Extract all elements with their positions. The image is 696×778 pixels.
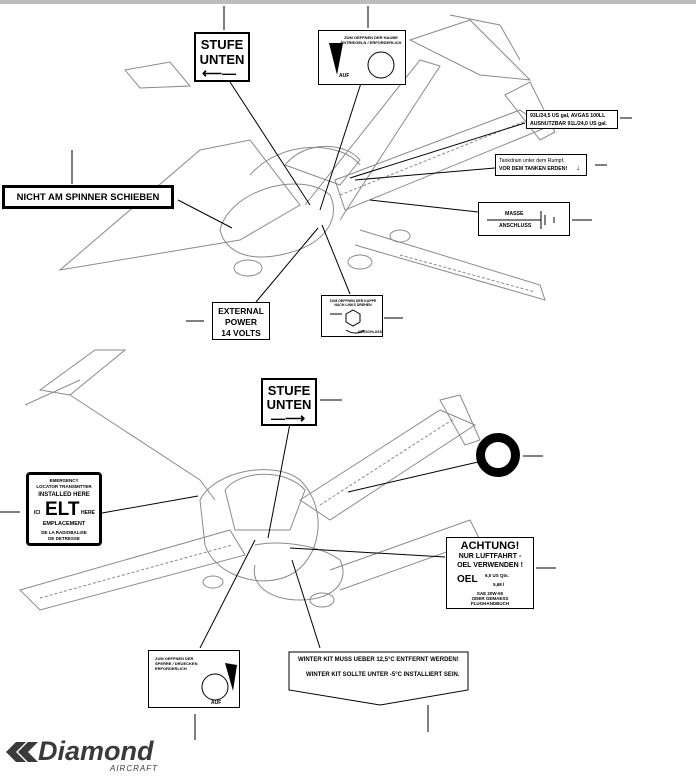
elt-big: ELT xyxy=(45,499,80,520)
winter-kit-callout-shape xyxy=(288,651,469,706)
canopy-lock-text: ZUM OEFFNEN DER SPERRE / DRUECKEN ERFORD… xyxy=(155,656,198,671)
elt-line7: DE DETRESSE xyxy=(48,536,80,541)
fuel-capacity-placard: 93L/24,5 US gal, AVGAS 100LL AUSNUTZBAR … xyxy=(526,110,618,129)
stufe-text-right: STUFE xyxy=(267,383,311,398)
oil-qty1: 6,0 US Qts. xyxy=(485,573,509,578)
power-text: POWER xyxy=(224,317,258,327)
diamond-logo-icon xyxy=(6,742,38,762)
ring-grommet-icon xyxy=(476,433,520,477)
fuel-capacity-line2: AUSNUTZBAR 91L/24,0 US gal. xyxy=(530,121,607,127)
oil-cap-text: ZUM OEFFNEN DER KAPPE NACH LINKS DREHEN xyxy=(329,299,377,307)
unten-text-right: UNTEN xyxy=(266,397,312,412)
elt-line1: EMERGENCY xyxy=(49,478,79,483)
oil-spec2: ODER GEMAESS xyxy=(471,596,509,601)
right-arrow-icon: —⟶ xyxy=(271,410,306,426)
achtung-line2: NUR LUFTFAHRT - xyxy=(458,553,522,560)
stufe-unten-placard-right: STUFE UNTEN —⟶ xyxy=(261,378,317,426)
stufe-text: STUFE xyxy=(200,37,244,52)
canopy-lock-placard: ZUM OEFFNEN DER SPERRE / DRUECKEN ERFORD… xyxy=(148,650,240,708)
elt-prefix: ICI xyxy=(34,510,41,516)
top-border xyxy=(0,0,696,4)
winter-kit-line2: WINTER KIT SOLLTE UNTER -5°C INSTALLIERT… xyxy=(306,672,460,678)
elt-line3: INSTALLED HERE xyxy=(38,492,90,498)
fuel-capacity-line1: 93L/24,5 US gal, AVGAS 100LL xyxy=(530,113,606,119)
nicht-am-spinner-placard: NICHT AM SPINNER SCHIEBEN xyxy=(2,185,174,209)
fuel-cap-graphic xyxy=(329,43,395,79)
elt-suffix: HERE xyxy=(81,510,95,516)
masse-anschluss-placard: MASSE ANSCHLUSS xyxy=(478,202,570,236)
elt-line5: EMPLACEMENT xyxy=(42,521,86,527)
logo-subtitle: AIRCRAFT xyxy=(110,764,158,773)
elt-placard: EMERGENCY LOCATOR TRANSMITTER INSTALLED … xyxy=(26,472,102,546)
fuel-cap-placard: ZUM OEFFNEN DER HAUBE ENTRIEGELN / ERFOR… xyxy=(318,30,406,85)
anschluss-text: ANSCHLUSS xyxy=(499,223,532,229)
leader-lines xyxy=(0,6,632,740)
canopy-lock-graphic xyxy=(201,663,237,701)
tank-drain-placard: Tankdrain unter dem Rumpf. VOR DEM TANKE… xyxy=(495,154,587,176)
fuel-cap-auf-label: AUF xyxy=(339,73,350,79)
tank-drain-line2: VOR DEM TANKEN ERDEN! xyxy=(499,166,568,172)
left-arrow-icon: ⟵— xyxy=(202,65,237,81)
achtung-line3: OEL VERWENDEN ! xyxy=(457,562,523,569)
elt-line6: DE LA RADIOBALISE xyxy=(41,530,87,535)
bottom-aircraft xyxy=(19,349,481,611)
oil-qty2: 5,68 l xyxy=(493,582,505,587)
winter-kit-line1: WINTER KIT MUSS UEBER 12,5°C ENTFERNT WE… xyxy=(298,657,459,663)
canopy-auf-label: AUF xyxy=(211,700,222,706)
oel-label: OEL xyxy=(457,574,478,585)
oil-cap-placard: ZUM OEFFNEN DER KAPPE NACH LINKS DREHEN … xyxy=(321,295,383,337)
oil-spec3: FLUGHANDBUCH xyxy=(470,601,510,606)
nicht-am-spinner-text: NICHT AM SPINNER SCHIEBEN xyxy=(16,192,160,203)
oil-spec1: SAE 20W-50 xyxy=(476,591,504,596)
external-power-placard: EXTERNAL POWER 14 VOLTS xyxy=(212,302,270,340)
logo-wordmark: Diamond xyxy=(38,736,154,766)
oil-cap-graphic xyxy=(330,309,365,334)
verschluss-label: VERSCHLUSS xyxy=(358,330,382,334)
elt-line2: LOCATOR TRANSMITTER xyxy=(36,484,92,489)
stufe-unten-placard-left: STUFE UNTEN ⟵— xyxy=(194,32,250,82)
ground-symbol-icon xyxy=(487,211,555,229)
ground-arrow-icon: ↓ xyxy=(576,163,580,172)
unten-text: UNTEN xyxy=(199,52,245,67)
achtung-title: ACHTUNG! xyxy=(460,540,520,552)
achtung-oil-placard: ACHTUNG! NUR LUFTFAHRT - OEL VERWENDEN !… xyxy=(446,537,534,609)
external-text: EXTERNAL xyxy=(218,306,264,316)
volts-text: 14 VOLTS xyxy=(221,328,261,338)
fuel-cap-text: ZUM OEFFNEN DER HAUBE ENTRIEGELN / ERFOR… xyxy=(340,35,402,45)
tank-drain-line1: Tankdrain unter dem Rumpf. xyxy=(499,158,565,164)
masse-text: MASSE xyxy=(505,211,524,217)
top-aircraft xyxy=(58,14,556,301)
